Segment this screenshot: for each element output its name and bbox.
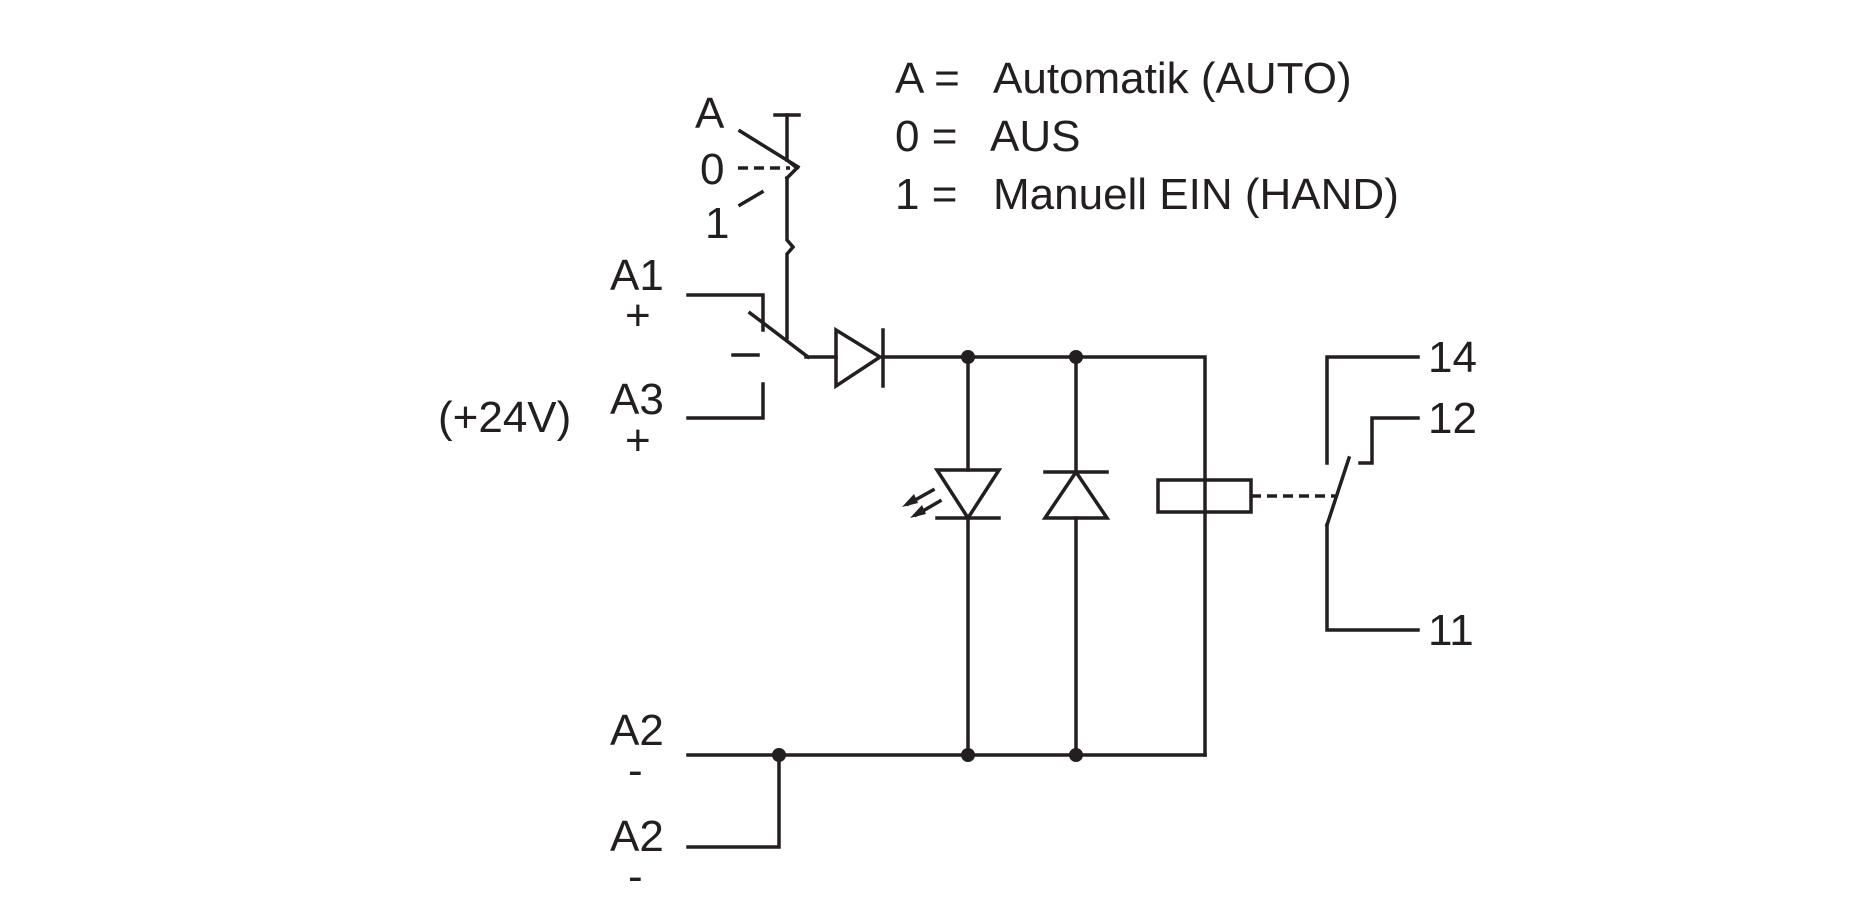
freewheel-diode (1041, 355, 1111, 757)
switch-position-0-label: 0 (700, 145, 724, 194)
series-diode-triangle (834, 326, 884, 390)
terminal-a2-top-polarity: - (628, 746, 643, 795)
a2-bottom-wire (686, 753, 781, 849)
terminal-a1-polarity: + (625, 291, 651, 340)
terminal-a2-bottom-polarity: - (628, 852, 643, 901)
legend-key-0: 0 = (895, 112, 957, 161)
contact-12-label: 12 (1428, 394, 1477, 443)
contact-11-wire (1325, 523, 1420, 632)
terminal-a3-polarity: + (625, 416, 651, 465)
series-diode (834, 326, 885, 390)
relay-contact (1324, 355, 1420, 632)
contact-14-wire (1325, 355, 1420, 465)
switch-position-1-label: 1 (705, 199, 729, 248)
supply-voltage-note: (+24V) (438, 393, 571, 442)
switch-detent (784, 157, 800, 181)
led-indicator (902, 355, 1003, 757)
a3-input-wire (686, 382, 765, 420)
input-changeover (686, 293, 838, 420)
changeover-blade (747, 310, 811, 360)
led-light-arrows-icon (902, 487, 943, 518)
legend-key-1: 1 = (895, 170, 957, 219)
contact-12-wire (1358, 416, 1420, 465)
terminal-a1-label: A1 (610, 251, 664, 300)
switch-position-a-label: A (695, 89, 725, 138)
terminal-a2-top-label: A2 (610, 706, 664, 755)
legend-text-0: AUS (990, 112, 1080, 161)
legend-text-a: Automatik (AUTO) (993, 54, 1352, 103)
switch-lever-1 (737, 189, 765, 208)
junction-dot-diode-bottom (1069, 748, 1083, 762)
contact-14-label: 14 (1428, 333, 1477, 382)
a1-input-wire (686, 293, 765, 332)
contact-blade (1324, 455, 1352, 528)
switch-stem-lower (785, 176, 796, 340)
legend-text-1: Manuell EIN (HAND) (993, 170, 1399, 219)
terminal-a2-bottom-label: A2 (610, 812, 664, 861)
selector-switch (737, 113, 801, 340)
led-triangle (933, 468, 1003, 522)
top-rail-wire (881, 355, 1207, 757)
junction-dot-led-bottom (961, 748, 975, 762)
contact-11-label: 11 (1428, 606, 1474, 655)
legend: A = Automatik (AUTO) 0 = AUS 1 = Manuell… (895, 54, 1399, 219)
freewheel-triangle (1041, 468, 1111, 520)
terminal-a3-label: A3 (610, 375, 664, 424)
legend-key-a: A = (895, 54, 960, 103)
